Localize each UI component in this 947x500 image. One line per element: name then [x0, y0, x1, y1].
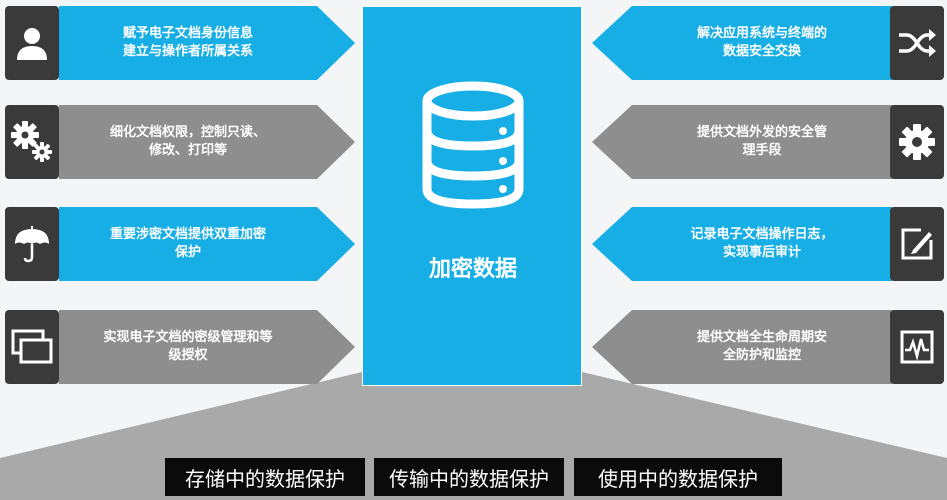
left-icon-box-1	[5, 6, 59, 80]
right-icon-box-3	[890, 207, 944, 281]
right-text-2: 提供文档外发的安全管理手段	[696, 125, 827, 158]
left-icon-box-2	[5, 105, 59, 179]
bottom-button-storage[interactable]: 存储中的数据保护	[165, 458, 365, 496]
shuffle-icon	[899, 29, 936, 57]
left-text-3: 重要涉密文档提供双重加密保护	[109, 227, 266, 260]
left-text-4: 实现电子文档的密级管理和等级授权	[103, 330, 273, 363]
left-text-1: 赋予电子文档身份信息建立与操作者所属关系	[122, 26, 253, 59]
umbrella-icon	[15, 226, 49, 263]
gear-icon	[899, 124, 935, 160]
left-arrow-1	[59, 6, 355, 80]
right-icon-box-2	[890, 105, 944, 179]
center-label: 加密数据	[428, 257, 517, 282]
right-arrow-4	[592, 310, 892, 384]
left-icon-box-4	[5, 310, 59, 384]
database-icon	[422, 81, 524, 209]
left-arrow-3	[59, 207, 355, 281]
left-arrow-2	[59, 105, 355, 179]
right-arrow-1	[592, 6, 892, 80]
bottom-button-transfer[interactable]: 传输中的数据保护	[374, 458, 564, 496]
right-text-4: 提供文档全生命周期安全防护和监控	[696, 330, 827, 363]
monitor-icon	[900, 330, 934, 364]
right-arrow-3	[592, 207, 892, 281]
gears-icon	[11, 121, 52, 162]
windows-icon	[11, 329, 53, 364]
right-text-1: 解决应用系统与终端的数据安全交换	[696, 26, 827, 59]
user-icon	[17, 28, 47, 60]
right-arrow-2	[592, 105, 892, 179]
bottom-button-usage[interactable]: 使用中的数据保护	[574, 458, 782, 496]
left-icon-box-3	[5, 207, 59, 281]
right-icon-box-1	[890, 6, 944, 80]
center-panel: 加密数据	[362, 6, 582, 386]
right-text-3: 记录电子文档操作日志，实现事后审计	[690, 227, 834, 260]
left-arrow-4	[59, 310, 355, 384]
left-text-2: 细化文档权限，控制只读、修改、打印等	[109, 125, 266, 158]
edit-icon	[901, 228, 933, 260]
right-icon-box-4	[890, 310, 944, 384]
